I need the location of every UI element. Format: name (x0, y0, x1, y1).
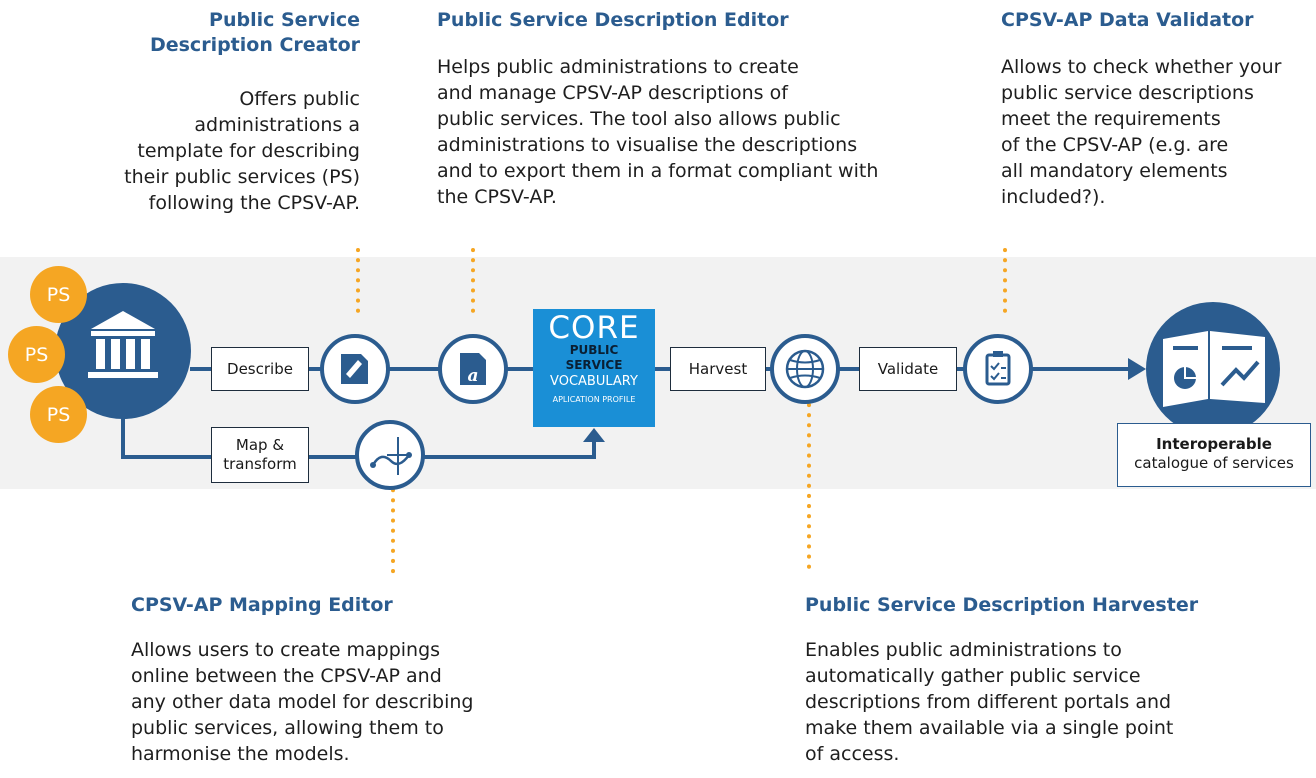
harvester-title: Public Service Description Harvester (805, 594, 1199, 616)
harvester-description: Enables public administrations to automa… (805, 639, 1174, 765)
mapping-title: CPSV-AP Mapping Editor (131, 594, 393, 616)
core-vocabulary: VOCABULARY (550, 374, 638, 389)
creator-title: Public Service Description Creator (149, 9, 360, 56)
map-transform-box: Map & transform (211, 427, 309, 483)
core-service: SERVICE (565, 358, 623, 372)
arrow-head-catalogue (1128, 358, 1146, 380)
validator-title: CPSV-AP Data Validator (1001, 9, 1254, 31)
harvest-box: Harvest (670, 347, 766, 391)
core-title: CORE (548, 310, 640, 346)
clipboard-check-icon (963, 334, 1033, 404)
svg-text:a: a (467, 366, 478, 386)
ps-bubble: PS (8, 326, 65, 383)
globe-icon (770, 334, 840, 404)
catalogue-text: catalogue of services (1134, 454, 1294, 472)
arrow-head-core (583, 428, 605, 442)
document-text-icon: a (438, 334, 508, 404)
validator-description: Allows to check whether your public serv… (1001, 56, 1282, 208)
catalogue-bold: Interoperable (1156, 435, 1272, 453)
core-vocabulary-box: CORE PUBLIC SERVICE VOCABULARY APLICATIO… (533, 309, 655, 427)
institution-icon (55, 283, 191, 419)
ps-bubble: PS (30, 266, 87, 323)
editor-description: Helps public administrations to create a… (437, 56, 879, 208)
ps-bubble: PS (30, 386, 87, 443)
core-application-profile: APLICATION PROFILE (552, 395, 636, 404)
mapping-description: Allows users to create mappings online b… (131, 639, 474, 765)
catalogue-label: Interoperable catalogue of services (1117, 423, 1311, 487)
core-public: PUBLIC (569, 343, 619, 357)
editor-title: Public Service Description Editor (437, 9, 789, 31)
validate-box: Validate (859, 347, 957, 391)
mapping-icon (355, 420, 425, 490)
creator-description: Offers public administrations a template… (124, 88, 360, 214)
document-edit-icon (320, 334, 390, 404)
describe-box: Describe (211, 347, 309, 391)
report-chart-icon (1146, 302, 1280, 436)
